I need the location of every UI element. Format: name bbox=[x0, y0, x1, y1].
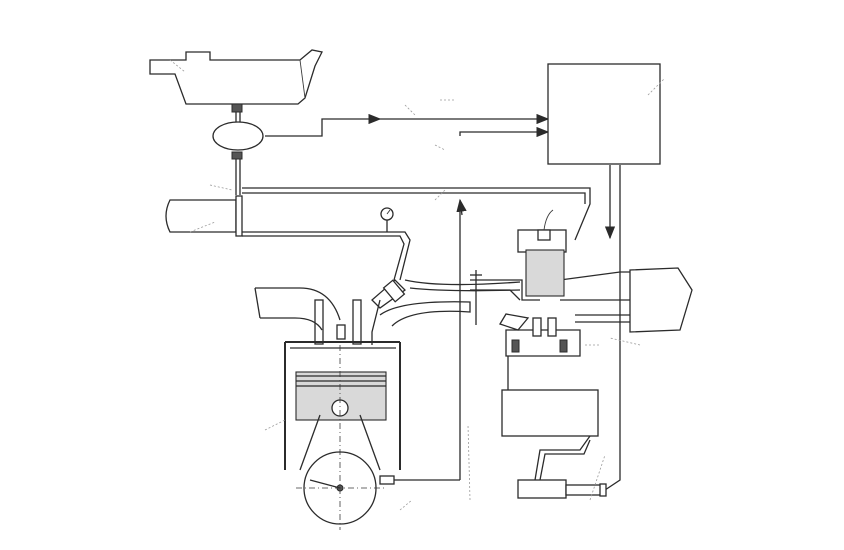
fuel-lines bbox=[242, 187, 591, 281]
control-unit bbox=[547, 63, 666, 165]
injector bbox=[371, 279, 521, 327]
leader-lines bbox=[399, 99, 455, 511]
fuel-filter bbox=[212, 103, 264, 195]
relay-box bbox=[501, 356, 599, 481]
signal-lines bbox=[265, 113, 621, 491]
fuel-pump bbox=[165, 184, 243, 237]
crankshaft bbox=[296, 414, 385, 525]
ignition-coil bbox=[467, 424, 607, 501]
pressure-gauge bbox=[380, 207, 394, 232]
engine-cylinder bbox=[254, 287, 401, 530]
speed-sensor bbox=[379, 475, 400, 485]
fuel-tank bbox=[149, 49, 323, 105]
air-filter bbox=[609, 267, 693, 346]
throttle-body bbox=[470, 209, 630, 357]
